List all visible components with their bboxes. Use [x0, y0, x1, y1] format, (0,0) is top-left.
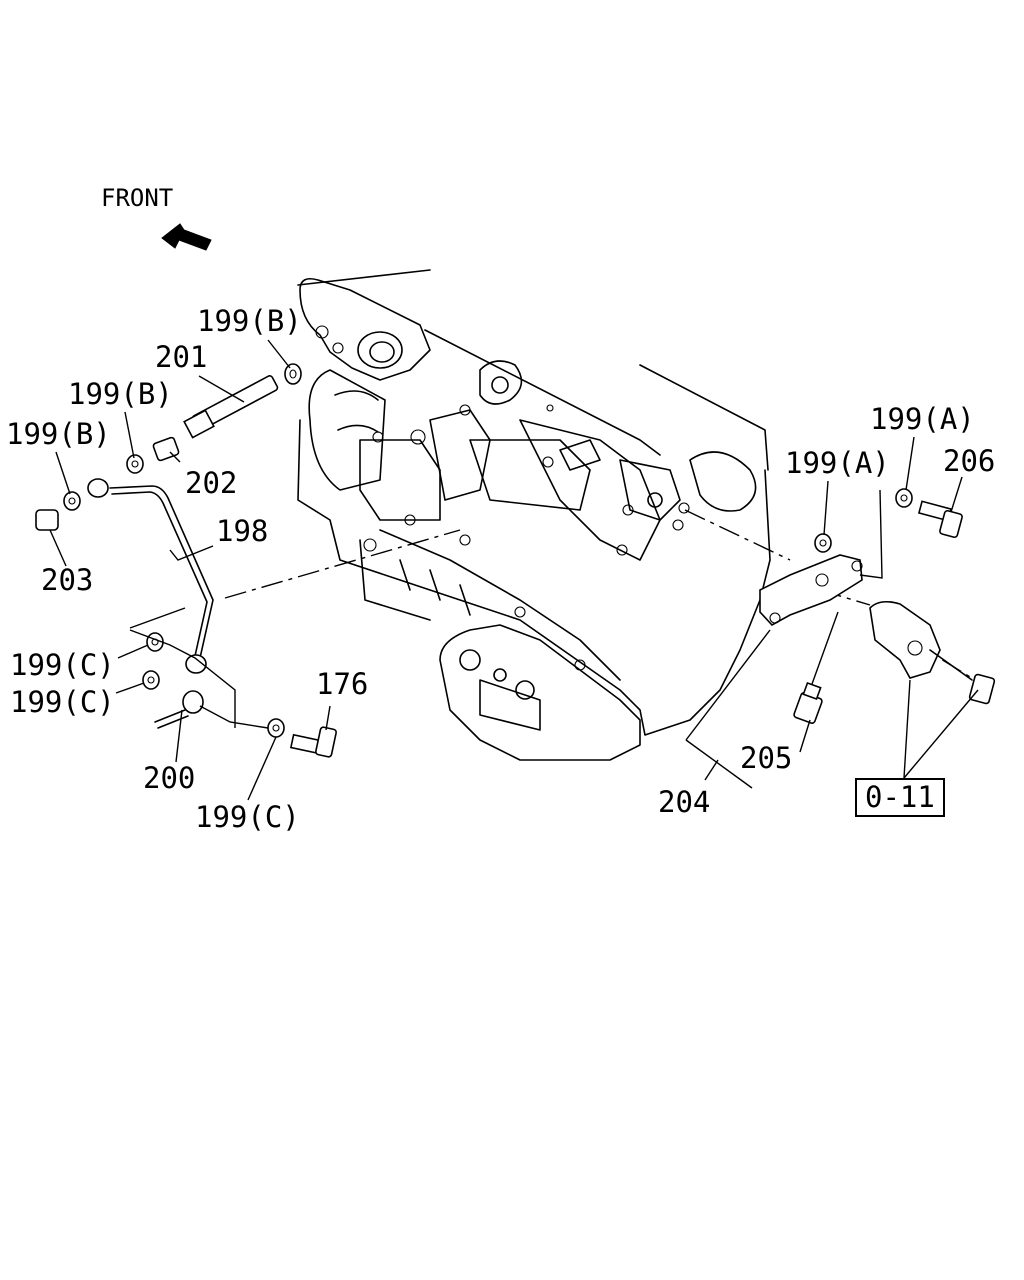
bolt-206 [917, 500, 963, 539]
leader-lines [49, 339, 979, 801]
fitting-201 [183, 375, 279, 439]
callout-199c-1: 199(C) [10, 648, 115, 682]
mount-bracket-0-11 [869, 600, 941, 679]
washer-199c-2 [142, 670, 160, 690]
callout-201: 201 [155, 340, 208, 374]
callout-198: 198 [216, 514, 269, 548]
oil-pipe [109, 485, 214, 659]
bracket-204 [759, 554, 863, 627]
cap-203 [35, 509, 59, 531]
callout-205: 205 [740, 741, 793, 775]
callout-199c-3: 199(C) [195, 800, 300, 834]
bolt-176 [289, 726, 337, 758]
callout-204: 204 [658, 785, 711, 819]
callout-199a-1: 199(A) [870, 402, 975, 436]
callout-199b-left: 199(B) [6, 417, 111, 451]
washer-199c-3 [267, 718, 285, 738]
callout-199b-mid: 199(B) [68, 377, 173, 411]
washer-199b-top [284, 363, 302, 385]
washer-199a-2 [895, 488, 913, 508]
callout-199c-2: 199(C) [10, 685, 115, 719]
callout-202: 202 [185, 466, 238, 500]
eye-fitting-bottom [185, 654, 207, 674]
front-arrow-icon [161, 223, 212, 251]
bolt-200 [154, 690, 204, 729]
front-label: FRONT [101, 184, 174, 212]
callout-200: 200 [143, 761, 196, 795]
washer-199b-left [63, 491, 81, 511]
callout-203: 203 [41, 563, 94, 597]
washer-199b-mid [126, 454, 144, 474]
center-lines [224, 509, 976, 681]
reference-box[interactable]: 0-11 [855, 778, 945, 817]
callout-199b-top: 199(B) [197, 304, 302, 338]
bolt-0-11 [929, 649, 996, 705]
eye-fitting-top [87, 478, 109, 498]
callout-199a-2: 199(A) [785, 446, 890, 480]
callout-176: 176 [316, 667, 369, 701]
callout-206: 206 [943, 444, 996, 478]
sensor-205 [793, 681, 823, 724]
engine-block [297, 269, 771, 761]
washer-199a-1 [814, 533, 832, 553]
